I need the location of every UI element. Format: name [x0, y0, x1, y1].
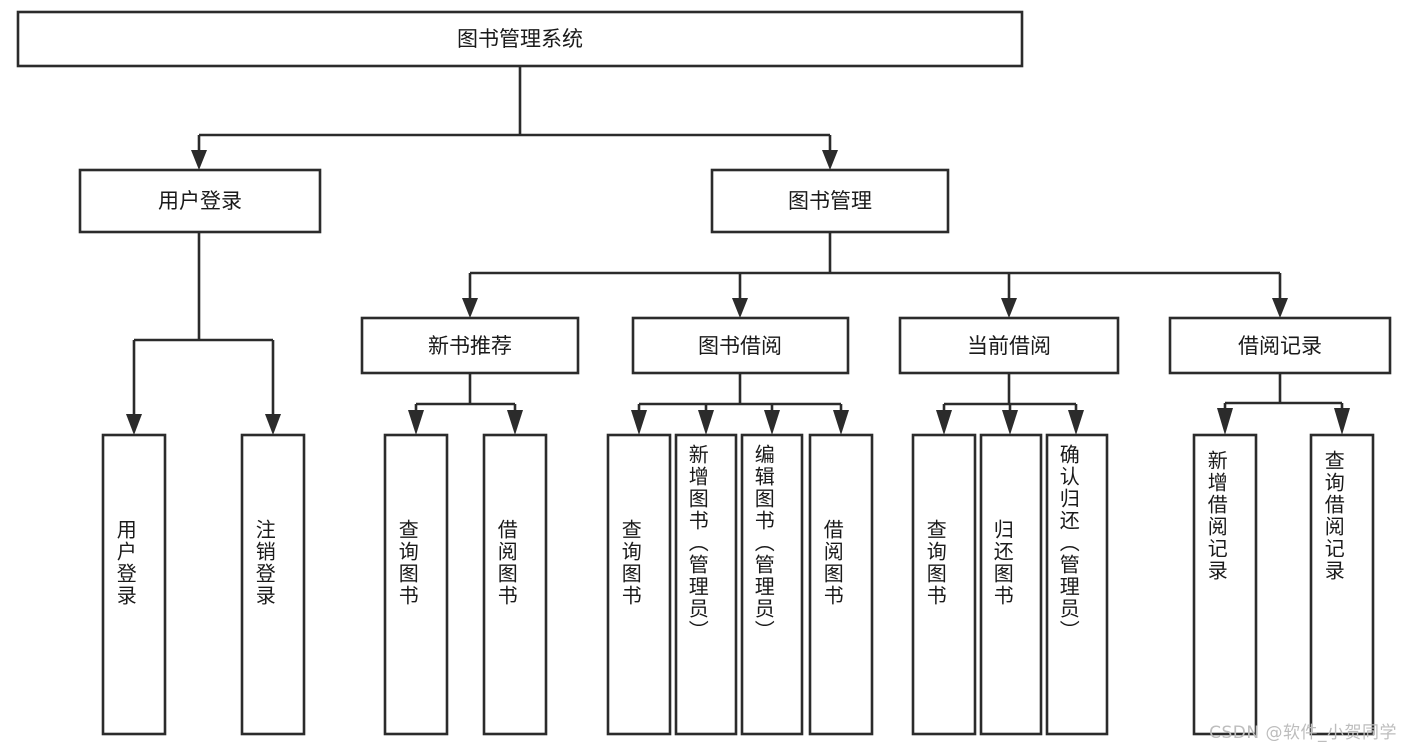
node-book-borrow[interactable]: 图书借阅 — [631, 316, 850, 375]
arrow-to-current-borrow — [1001, 298, 1017, 318]
connectors — [126, 66, 1350, 435]
arrow-to-user-login — [191, 150, 207, 170]
leaf-box-book-borrow-1[interactable] — [606, 433, 672, 736]
watermark-text: CSDN @软件_小贺同学 — [1209, 723, 1397, 743]
node-user-login[interactable]: 用户登录 — [78, 168, 322, 234]
node-current-borrow-box[interactable] — [898, 316, 1120, 375]
leaf-box-borrow-record-2[interactable] — [1309, 433, 1375, 736]
node-new-book-recommend-label: 新书推荐 — [428, 334, 512, 358]
arrow-to-new-book — [462, 298, 478, 318]
leaf-box-current-borrow-2[interactable] — [979, 433, 1043, 736]
arrow-leaf-book-borrow-3 — [764, 410, 780, 435]
leaf-box-user-login-1[interactable] — [101, 433, 167, 736]
arrow-leaf-current-borrow-3 — [1068, 410, 1084, 435]
leaf-box-new-book-1[interactable] — [383, 433, 449, 736]
node-borrow-record-label: 借阅记录 — [1238, 334, 1322, 358]
arrow-to-borrow-record — [1272, 298, 1288, 318]
arrow-to-book-manage — [822, 150, 838, 170]
leaf-box-current-borrow-3[interactable] — [1045, 433, 1109, 736]
leaf-box-book-borrow-2[interactable] — [674, 433, 738, 736]
arrow-leaf-current-borrow-2 — [1002, 410, 1018, 435]
node-root[interactable]: 图书管理系统 — [16, 10, 1024, 68]
node-current-borrow-label: 当前借阅 — [967, 334, 1051, 358]
node-new-book-recommend-box[interactable] — [360, 316, 580, 375]
node-current-borrow[interactable]: 当前借阅 — [898, 316, 1120, 375]
leaf-box-user-login-2[interactable] — [240, 433, 306, 736]
node-root-box[interactable] — [16, 10, 1024, 68]
leaf-box-borrow-record-1[interactable] — [1192, 433, 1258, 736]
leaf-box-book-borrow-4[interactable] — [808, 433, 874, 736]
arrow-leaf-new-book-1 — [408, 410, 424, 435]
arrow-to-book-borrow — [732, 298, 748, 318]
node-borrow-record-box[interactable] — [1168, 316, 1392, 375]
node-user-login-box[interactable] — [78, 168, 322, 234]
arrow-leaf-borrow-record-1 — [1217, 408, 1233, 435]
node-book-manage[interactable]: 图书管理 — [710, 168, 950, 234]
arrow-leaf-new-book-2 — [507, 410, 523, 435]
node-book-manage-label: 图书管理 — [788, 189, 872, 213]
arrow-leaf-book-borrow-2 — [698, 410, 714, 435]
leaf-box-new-book-2[interactable] — [482, 433, 548, 736]
node-new-book-recommend[interactable]: 新书推荐 — [360, 316, 580, 375]
leaf-box-book-borrow-3[interactable] — [740, 433, 804, 736]
arrow-leaf-user-login-1 — [126, 414, 142, 435]
node-book-manage-box[interactable] — [710, 168, 950, 234]
arrow-leaf-borrow-record-2 — [1334, 408, 1350, 435]
node-book-borrow-label: 图书借阅 — [698, 334, 782, 358]
arrow-leaf-current-borrow-1 — [936, 410, 952, 435]
node-user-login-label: 用户登录 — [158, 189, 242, 213]
leaf-box-current-borrow-1[interactable] — [911, 433, 977, 736]
leaf-boxes — [101, 433, 1375, 736]
arrow-leaf-book-borrow-1 — [631, 410, 647, 435]
node-book-borrow-box[interactable] — [631, 316, 850, 375]
node-root-label: 图书管理系统 — [457, 27, 583, 51]
arrow-leaf-book-borrow-4 — [833, 410, 849, 435]
arrow-leaf-user-login-2 — [265, 414, 281, 435]
node-borrow-record[interactable]: 借阅记录 — [1168, 316, 1392, 375]
